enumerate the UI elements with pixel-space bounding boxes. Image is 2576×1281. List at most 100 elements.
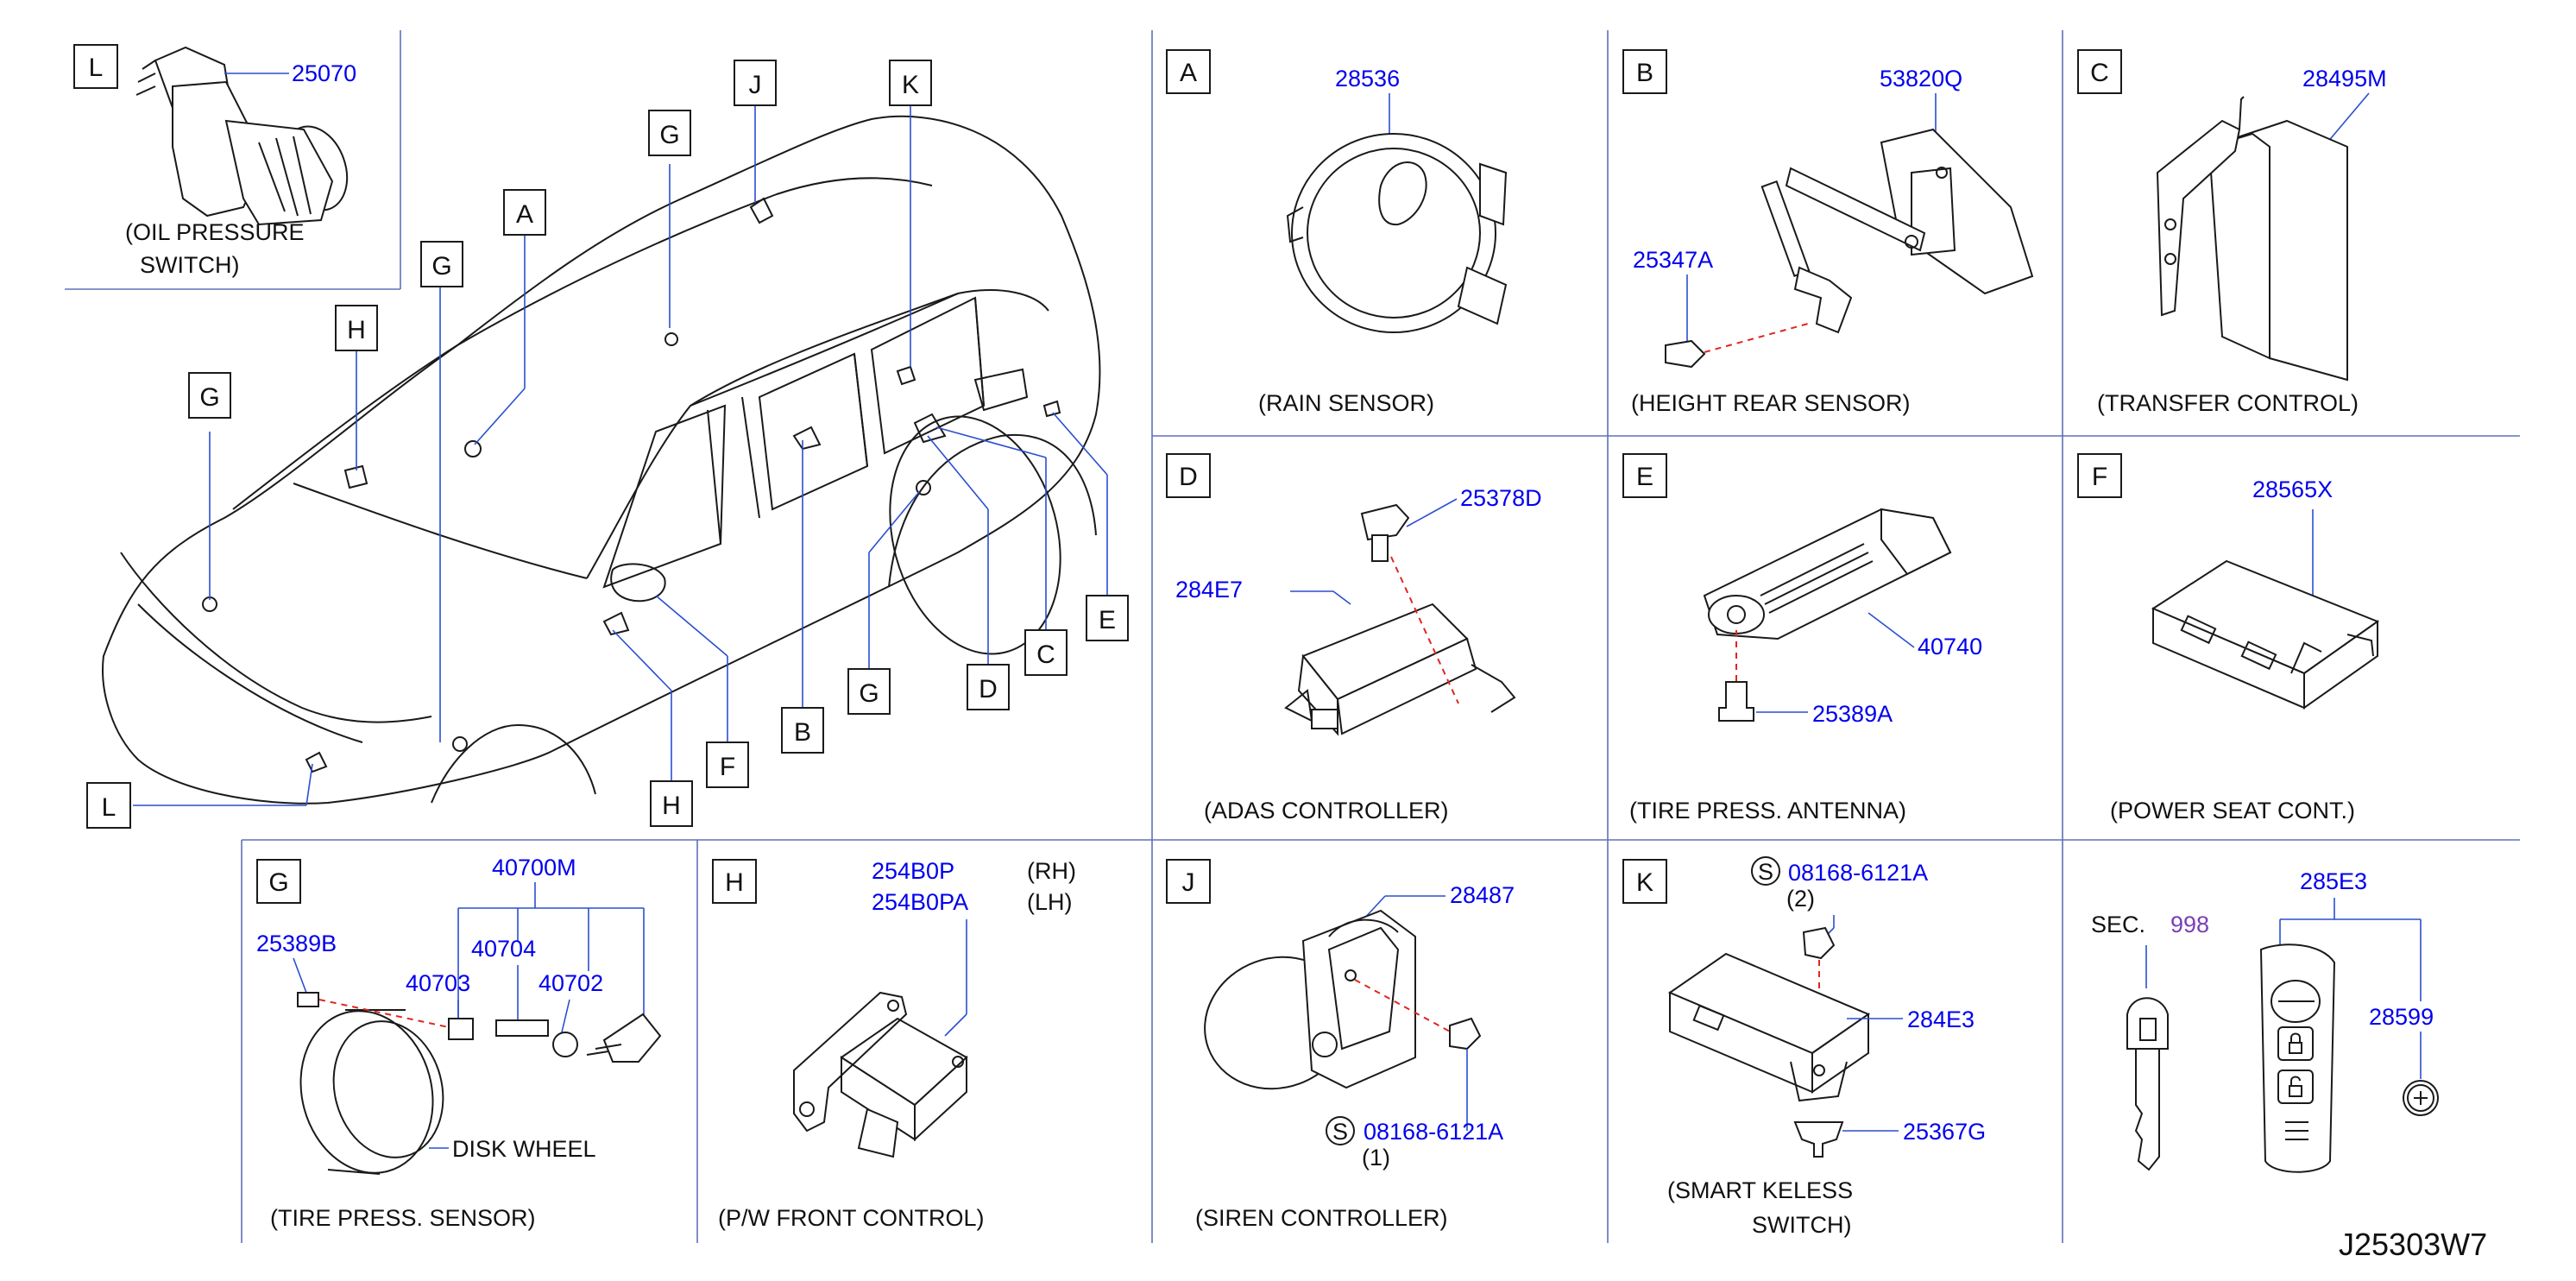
- panel-caption: (TIRE PRESS. SENSOR): [270, 1205, 536, 1231]
- part-number-25070: 25070: [292, 60, 356, 86]
- part-number-285E3: 285E3: [2300, 868, 2367, 894]
- bolt-icon: [1802, 926, 1836, 960]
- part-number-284E7: 284E7: [1175, 577, 1243, 603]
- part-number-28495M: 28495M: [2302, 66, 2387, 92]
- section-number: 998: [2170, 912, 2209, 937]
- antenna-illustration: [1703, 508, 1952, 640]
- quantity-label: (1): [1362, 1145, 1390, 1171]
- rh-label: (RH): [1027, 858, 1076, 884]
- part-number-25389A: 25389A: [1812, 701, 1893, 727]
- part-number-25347A: 25347A: [1633, 247, 1713, 273]
- panel-caption: (TIRE PRESS. ANTENNA): [1629, 798, 1906, 824]
- svg-text:S: S: [1758, 859, 1773, 885]
- vehicle-callout-boxes: J K G G A H G L H F B G D C E: [86, 60, 1129, 829]
- panel-caption: (POWER SEAT CONT.): [2110, 798, 2355, 824]
- panel-tire-press-sensor: G 40700M 40704 25389B 40703 40702 DISK W…: [256, 855, 662, 1231]
- tire-pressure-sensor-illustration: [297, 992, 662, 1175]
- panel-pw-front-control: H 254B0P (RH) 254B0PA (LH) (P/W FRONT CO…: [712, 858, 1076, 1231]
- panel-siren-controller: J 28487 S 08168-6121A (1) (SIREN CONTROL…: [1166, 859, 1515, 1231]
- part-number-25367G: 25367G: [1903, 1119, 1986, 1145]
- oil-pressure-switch-illustration: [135, 46, 349, 226]
- quantity-label: (2): [1786, 886, 1815, 912]
- part-number-254B0PA: 254B0PA: [872, 889, 968, 915]
- part-number-40740: 40740: [1918, 634, 1982, 659]
- panel-height-rear-sensor: B 53820Q 25347A (HEIGHT REAR SENSOR): [1622, 49, 2034, 416]
- bolt-icon: [1718, 681, 1754, 722]
- caption-line1: (OIL PRESSURE: [125, 219, 305, 245]
- part-number-40700M: 40700M: [492, 855, 576, 880]
- height-sensor-illustration: [1760, 128, 2034, 334]
- section-label: SEC.: [2091, 912, 2145, 937]
- panel-oil-pressure-switch: L 25070 (OIL PRESSURE SWITCH): [73, 44, 356, 278]
- svg-text:C: C: [2090, 59, 2109, 87]
- panel-grid: [65, 30, 2520, 1243]
- part-number-284E3: 284E3: [1907, 1006, 1975, 1032]
- vehicle-callout-lines: [133, 106, 1108, 806]
- s-symbol: [1751, 856, 1780, 886]
- panel-tire-press-antenna: E 40740 25389A (TIRE PRESS. ANTENNA): [1622, 453, 1982, 824]
- panel-letter: A: [1180, 59, 1197, 87]
- panel-intelligent-key: SEC. 998 285E3 28599: [2091, 868, 2439, 1173]
- svg-text:D: D: [979, 675, 998, 704]
- svg-text:H: H: [347, 316, 366, 344]
- svg-text:G: G: [268, 868, 288, 897]
- svg-text:A: A: [516, 200, 533, 229]
- svg-text:S: S: [1332, 1119, 1348, 1145]
- panel-power-seat-control: F 28565X (POWER SEAT CONT.): [2077, 453, 2380, 824]
- panel-adas-controller: D 25378D 284E7 (ADAS CONTROLLER): [1166, 453, 1542, 824]
- smart-keyless-switch-illustration: [1667, 952, 1871, 1102]
- adas-controller-illustration: [1284, 503, 1516, 736]
- panel-rain-sensor: A 28536 (RAIN SENSOR): [1166, 49, 1508, 416]
- svg-text:K: K: [902, 71, 919, 99]
- transfer-control-illustration: [2156, 96, 2348, 382]
- mechanical-key-illustration: [2126, 997, 2169, 1171]
- part-number-40704: 40704: [471, 936, 536, 962]
- diagram-id: J25303W7: [2339, 1227, 2487, 1262]
- pw-control-illustration: [793, 991, 968, 1158]
- part-number-28565X: 28565X: [2252, 476, 2333, 502]
- s-symbol: [1326, 1116, 1355, 1145]
- vehicle-component-markers: [202, 197, 1061, 773]
- svg-text:C: C: [1036, 640, 1055, 669]
- panel-smart-keyless-switch: K S 08168-6121A (2) 284E3 25367G (SMART …: [1622, 856, 1986, 1238]
- part-number-08168-6121A: 08168-6121A: [1788, 860, 1928, 886]
- svg-text:D: D: [1179, 463, 1198, 491]
- svg-text:F: F: [720, 753, 735, 781]
- svg-text:H: H: [662, 792, 681, 820]
- panel-caption: (TRANSFER CONTROL): [2097, 390, 2359, 416]
- lh-label: (LH): [1027, 889, 1073, 915]
- caption-line2: SWITCH): [140, 252, 239, 278]
- panel-caption: (ADAS CONTROLLER): [1204, 798, 1449, 824]
- part-number-53820Q: 53820Q: [1880, 66, 1962, 92]
- vehicle-overview: J K G G A H G L H F B G D C E: [86, 60, 1129, 829]
- svg-text:G: G: [199, 383, 219, 412]
- disk-wheel-label: DISK WHEEL: [452, 1136, 596, 1162]
- vehicle-body-outline: [102, 115, 1101, 805]
- part-number-40703: 40703: [406, 970, 470, 996]
- bolt-icon: [1665, 339, 1706, 369]
- part-number-28536: 28536: [1335, 66, 1400, 92]
- panel-letter: L: [89, 54, 104, 82]
- svg-text:J: J: [749, 71, 762, 99]
- svg-text:E: E: [1636, 463, 1653, 491]
- svg-text:J: J: [1182, 868, 1195, 897]
- panel-caption: (P/W FRONT CONTROL): [718, 1205, 984, 1231]
- svg-text:G: G: [431, 252, 451, 281]
- part-number-28599: 28599: [2369, 1004, 2434, 1030]
- panel-caption: (SIREN CONTROLLER): [1195, 1205, 1448, 1231]
- siren-controller-illustration: [1204, 909, 1416, 1090]
- svg-text:H: H: [725, 868, 744, 897]
- svg-text:G: G: [859, 679, 879, 708]
- power-seat-control-illustration: [2151, 559, 2380, 710]
- svg-text:B: B: [1636, 59, 1653, 87]
- panel-transfer-control: C 28495M (TRANSFER CONTROL): [2077, 49, 2387, 416]
- part-number-254B0P: 254B0P: [872, 858, 954, 884]
- part-number-40702: 40702: [539, 970, 603, 996]
- part-number-25389B: 25389B: [256, 931, 337, 956]
- rain-sensor-illustration: [1286, 133, 1508, 333]
- panel-letter-box: [73, 44, 118, 89]
- part-number-25378D: 25378D: [1460, 485, 1542, 511]
- panel-caption: (RAIN SENSOR): [1258, 390, 1434, 416]
